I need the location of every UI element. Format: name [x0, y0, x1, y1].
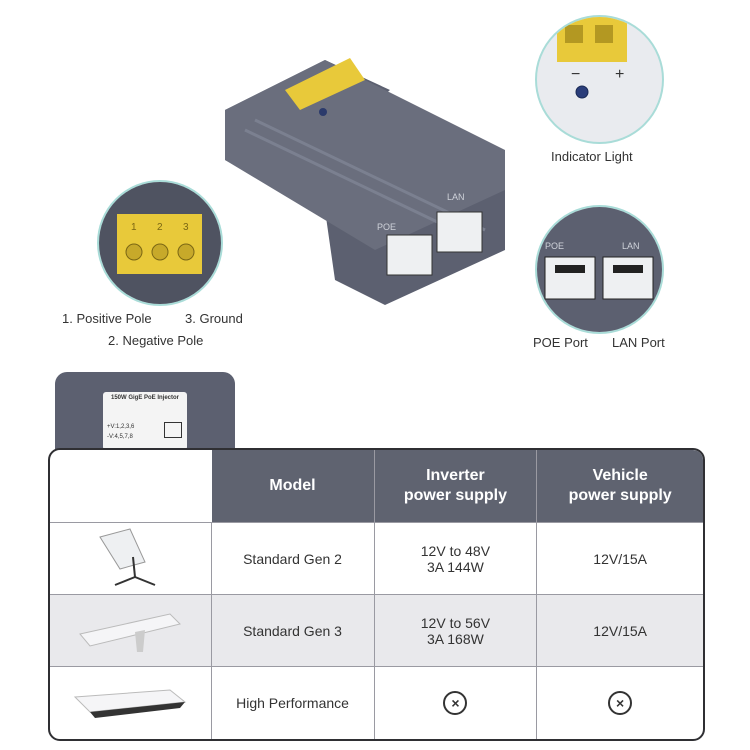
dish-gen2-image: [50, 523, 212, 595]
vehicle-cell: ×: [537, 667, 703, 739]
caption-negative-pole: 2. Negative Pole: [108, 333, 204, 348]
poe-engraving: POE: [377, 222, 396, 232]
header-model: Model: [211, 450, 375, 523]
sticker-line-1: +V:1,2,3,6: [107, 424, 135, 430]
terminal-2-label: 2: [157, 222, 163, 233]
minus-label: −: [571, 66, 580, 83]
inverter-range: 12V to 48V: [420, 542, 491, 559]
model-cell: Standard Gen 2: [211, 523, 375, 595]
model-cell: High Performance: [212, 667, 375, 739]
inverter-range: 12V to 56V: [420, 614, 491, 631]
sticker-title: 150W GigE PoE Injector: [110, 395, 179, 401]
poe-port-engraving: POE: [545, 241, 564, 251]
inverter-cell: ×: [375, 667, 538, 739]
caption-ground: 3. Ground: [185, 311, 243, 326]
caption-positive-pole: 1. Positive Pole: [62, 311, 152, 326]
sticker-line-2: -V:4,5,7,8: [107, 434, 133, 440]
lan-port-engraving: LAN: [622, 241, 640, 251]
table-row: High Performance × ×: [50, 667, 703, 739]
ports-zoom: POE LAN: [535, 205, 664, 334]
vehicle-cell: 12V/15A: [537, 523, 703, 595]
ethernet-icon: [164, 422, 182, 438]
lan-engraving: LAN: [447, 192, 465, 202]
plus-label: +: [615, 66, 624, 83]
vehicle-cell: 12V/15A: [537, 595, 703, 667]
device-label-sticker: 150W GigE PoE Injector +V:1,2,3,6 -V:4,5…: [103, 392, 187, 450]
terminal-1-label: 1: [131, 222, 137, 233]
inverter-power: 3A 168W: [427, 630, 484, 647]
caption-lan-port: LAN Port: [612, 335, 665, 350]
terminal-block-zoom: 1 2 3: [97, 180, 223, 306]
indicator-light-zoom: − +: [535, 15, 664, 144]
inverter-power: 3A 144W: [427, 558, 484, 575]
caption-poe-port: POE Port: [533, 335, 588, 350]
caption-indicator-light: Indicator Light: [551, 149, 633, 164]
not-supported-icon: ×: [608, 691, 633, 715]
dish-gen3-image: [50, 595, 212, 667]
header-image: [50, 450, 212, 523]
not-supported-icon: ×: [443, 691, 468, 715]
poe-injector-main-image: POE LAN: [225, 58, 505, 305]
model-cell: Standard Gen 3: [211, 595, 375, 667]
dish-high-performance-image: [50, 667, 212, 739]
terminal-3-label: 3: [183, 222, 189, 233]
